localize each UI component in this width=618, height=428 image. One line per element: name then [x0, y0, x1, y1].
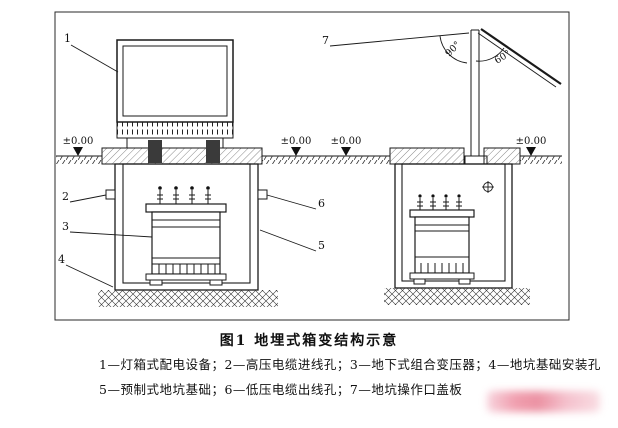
transformer-right — [409, 194, 475, 285]
hv-cable-inlet-hole — [105, 189, 116, 200]
ground-lines — [56, 147, 562, 164]
callout-leaders — [65, 32, 470, 288]
callout-2-label: 2 — [62, 190, 69, 203]
callout-3-label: 3 — [62, 220, 69, 233]
level-triangle-4 — [526, 147, 536, 156]
callout-5-label: 5 — [318, 239, 325, 252]
left-section-view — [98, 39, 278, 307]
callout-4-label: 4 — [58, 253, 65, 266]
level-triangle-2 — [291, 147, 301, 156]
transformer-left — [145, 186, 227, 286]
callout-6-label: 6 — [318, 197, 325, 210]
cover-plate-open-60 — [480, 28, 562, 85]
crosshair-mark — [482, 181, 494, 193]
legend-line-1: 1—灯箱式配电设备；2—高压电缆进线孔；3—地下式组合变压器；4—地坑基础安装孔 — [99, 357, 601, 372]
level-triangle-3 — [341, 147, 351, 156]
angle-arc-60 — [475, 47, 505, 62]
right-section-view — [384, 28, 562, 305]
figure-caption: 图1 地埋式箱变结构示意 — [219, 333, 399, 349]
level-label-4: ±0.00 — [516, 136, 547, 147]
cover-plate-assembly — [439, 28, 562, 165]
level-label-2: ±0.00 — [281, 136, 312, 147]
watermark-blur — [487, 391, 600, 412]
angle-arc-90 — [439, 35, 468, 64]
vent-louver-panel — [116, 121, 234, 139]
lv-cable-outlet-hole — [257, 189, 268, 200]
callout-1-label: 1 — [64, 32, 71, 45]
earth-hatch-left — [98, 290, 278, 307]
level-label-3: ±0.00 — [331, 136, 362, 147]
earth-hatch-right — [384, 288, 530, 305]
level-triangle-1 — [73, 147, 83, 156]
level-label-1: ±0.00 — [63, 136, 94, 147]
foundation-slab-right — [389, 147, 521, 165]
callout-7-label: 7 — [322, 34, 329, 47]
distribution-cabinet — [116, 39, 234, 149]
figure-legend: 1—灯箱式配电设备；2—高压电缆进线孔；3—地下式组合变压器；4—地坑基础安装孔… — [99, 352, 604, 402]
legend-line-2: 5—预制式地坑基础；6—低压电缆出线孔；7—地坑操作口盖板 — [99, 382, 463, 397]
